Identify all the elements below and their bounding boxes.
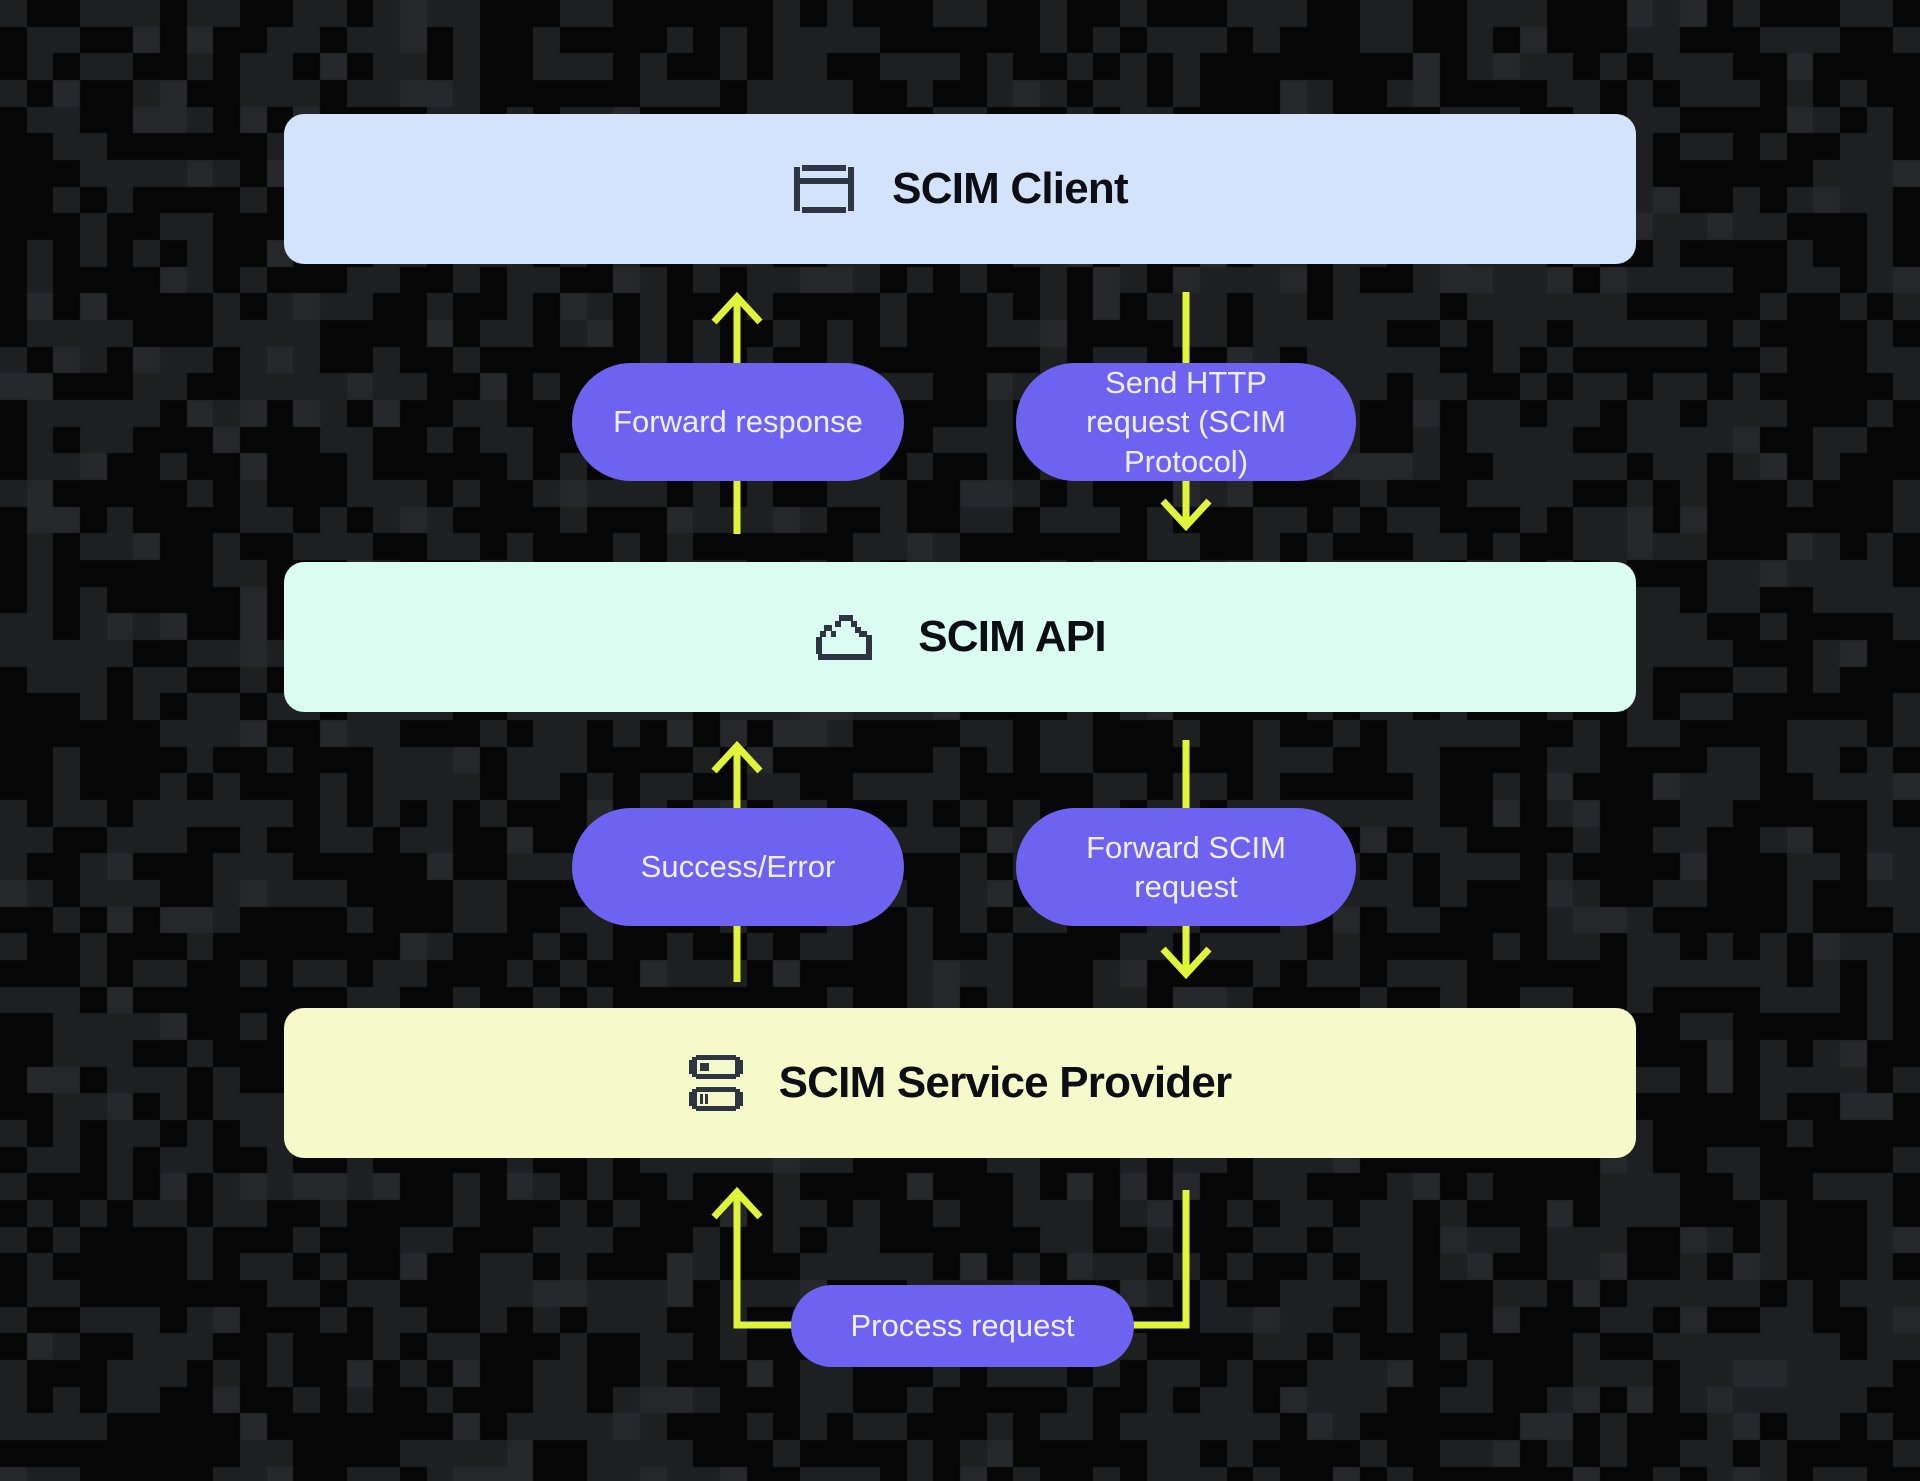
pill-label: Send HTTP request (SCIM Protocol): [1086, 365, 1286, 479]
pill-label: Process request: [850, 1308, 1075, 1344]
browser-window-icon: [792, 163, 856, 215]
arrow-process-request-return: [711, 1186, 810, 1329]
line-process-request-feed: [1110, 1190, 1190, 1329]
node-label: SCIM Client: [892, 164, 1128, 213]
cloud-icon: [814, 613, 882, 661]
node-label: SCIM Service Provider: [778, 1058, 1233, 1107]
node-scim-client: SCIM Client: [284, 114, 1636, 264]
pill-label: Success/Error: [640, 849, 836, 885]
pill-label: Forward SCIM request: [1086, 829, 1286, 904]
server-stack-icon: [688, 1053, 743, 1113]
pill-success-error: Success/Error: [572, 808, 904, 926]
node-label: SCIM API: [918, 612, 1106, 661]
pill-process-request: Process request: [791, 1285, 1134, 1367]
pill-forward-response: Forward response: [572, 363, 904, 481]
pill-label: Forward response: [613, 404, 863, 440]
pill-forward-scim-request: Forward SCIM request: [1016, 808, 1356, 926]
node-scim-service-provider: SCIM Service Provider: [284, 1008, 1636, 1158]
node-scim-api: SCIM API: [284, 562, 1636, 712]
pill-send-http-request: Send HTTP request (SCIM Protocol): [1016, 363, 1356, 481]
